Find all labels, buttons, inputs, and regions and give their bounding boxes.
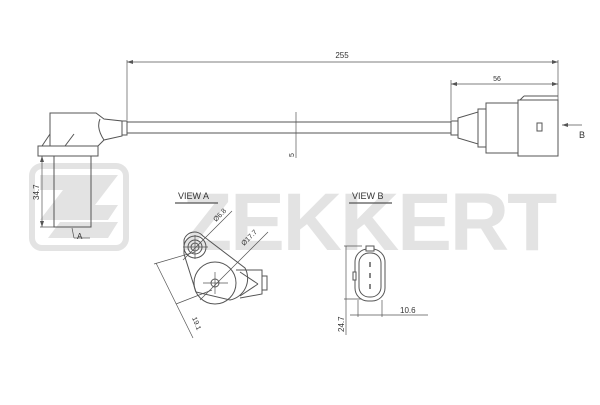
connector xyxy=(450,95,559,157)
svg-text:5: 5 xyxy=(289,153,296,157)
cable xyxy=(127,121,453,134)
svg-text:B: B xyxy=(579,130,585,140)
view-a-title: VIEW A xyxy=(175,191,218,204)
view-a-indicator: A xyxy=(71,227,90,241)
svg-text:10.6: 10.6 xyxy=(400,306,416,315)
view-b-drawing: 24.7 10.6 xyxy=(337,245,428,335)
view-b-title: VIEW B xyxy=(349,191,392,204)
svg-text:255: 255 xyxy=(335,51,349,60)
svg-text:A: A xyxy=(77,232,83,241)
dimension-sensor-height: 34.7 xyxy=(32,156,91,228)
zekkert-watermark-logo xyxy=(29,163,129,251)
dimension-connector-length: 56 xyxy=(450,76,558,120)
svg-text:24.7: 24.7 xyxy=(337,316,346,332)
svg-text:VIEW B: VIEW B xyxy=(352,191,384,201)
svg-text:34.7: 34.7 xyxy=(32,184,41,200)
view-a-drawing: Ø6.8 Ø17.7 19.1 xyxy=(153,208,269,339)
svg-text:VIEW A: VIEW A xyxy=(178,191,209,201)
svg-text:19.1: 19.1 xyxy=(190,316,202,331)
dimension-cable-diameter: 5 xyxy=(289,112,297,158)
dimension-overall-length: 255 xyxy=(126,51,559,120)
svg-text:56: 56 xyxy=(493,76,501,83)
view-b-indicator: B xyxy=(562,123,585,140)
